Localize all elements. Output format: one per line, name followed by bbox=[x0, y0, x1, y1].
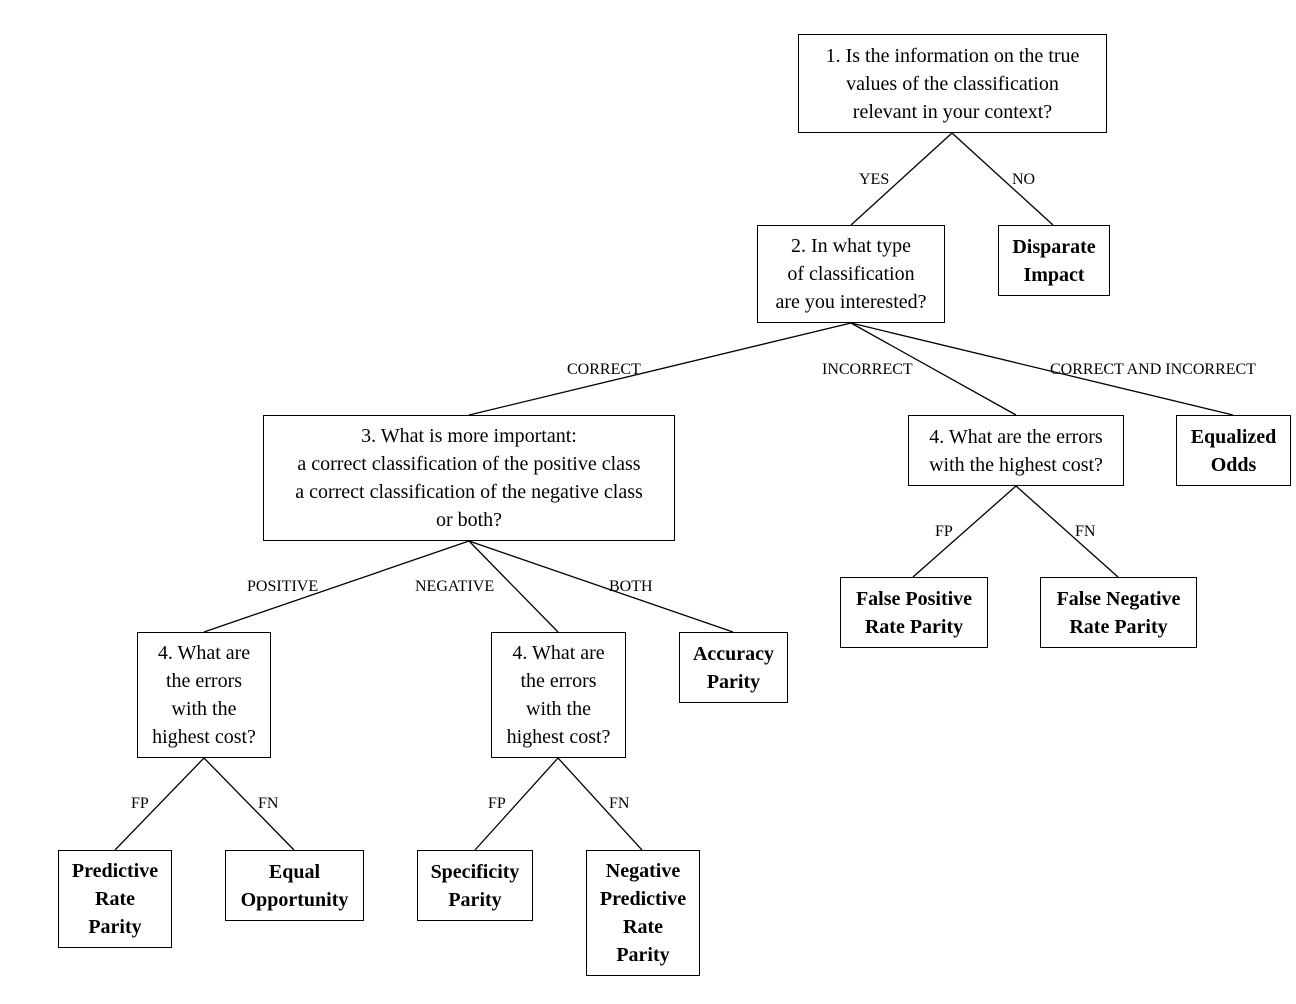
accuracy-parity-text: Accuracy Parity bbox=[692, 642, 775, 693]
question-2-node: 2. In what type of classification are yo… bbox=[757, 225, 945, 323]
edge-label-fp-incorrect: FP bbox=[935, 523, 953, 540]
predictive-rate-parity-text: Predictive Rate Parity bbox=[71, 860, 159, 938]
false-positive-rate-parity-text: False Positive Rate Parity bbox=[855, 587, 973, 638]
edge-q3-q4-negative bbox=[468, 540, 559, 633]
edge-label-correct-and-incorrect: CORRECT AND INCORRECT bbox=[1050, 361, 1256, 378]
edge-q4p-equal-opportunity bbox=[203, 757, 295, 851]
question-1-text: 1. Is the information on the true values… bbox=[825, 44, 1080, 123]
edge-q4i-fnr bbox=[1015, 485, 1119, 578]
question-4-negative-text: 4. What are the errors with the highest … bbox=[506, 642, 611, 748]
equalized-odds-node: Equalized Odds bbox=[1176, 415, 1291, 486]
accuracy-parity-node: Accuracy Parity bbox=[679, 632, 788, 703]
edge-q4p-predictive-rate bbox=[114, 757, 205, 851]
question-4-positive-text: 4. What are the errors with the highest … bbox=[152, 642, 256, 748]
edge-label-correct: CORRECT bbox=[567, 361, 641, 378]
edge-label-fn-positive: FN bbox=[258, 795, 279, 812]
edge-label-both: BOTH bbox=[609, 578, 653, 595]
question-2-text: 2. In what type of classification are yo… bbox=[775, 235, 927, 313]
edge-q2-equalized-odds bbox=[850, 322, 1234, 416]
edge-q4i-fpr bbox=[912, 485, 1017, 578]
question-4-negative-node: 4. What are the errors with the highest … bbox=[491, 632, 626, 758]
negative-predictive-rate-parity-text: Negative Predictive Rate Parity bbox=[599, 860, 687, 966]
false-negative-rate-parity-text: False Negative Rate Parity bbox=[1056, 587, 1181, 638]
false-positive-rate-parity-node: False Positive Rate Parity bbox=[840, 577, 988, 648]
edge-label-positive: POSITIVE bbox=[247, 578, 319, 595]
edge-label-fn-negative: FN bbox=[609, 795, 630, 812]
edge-label-fp-negative: FP bbox=[488, 795, 506, 812]
equalized-odds-text: Equalized Odds bbox=[1190, 425, 1277, 476]
specificity-parity-text: Specificity Parity bbox=[430, 860, 520, 911]
edge-q4n-specificity bbox=[474, 757, 559, 851]
specificity-parity-node: Specificity Parity bbox=[417, 850, 533, 921]
predictive-rate-parity-node: Predictive Rate Parity bbox=[58, 850, 172, 948]
edge-label-fp-positive: FP bbox=[131, 795, 149, 812]
edge-q3-accuracy-parity bbox=[468, 540, 734, 633]
edge-label-incorrect: INCORRECT bbox=[822, 361, 913, 378]
edge-q2-q3 bbox=[468, 322, 852, 416]
edge-q2-q4-incorrect bbox=[850, 322, 1017, 416]
edge-label-fn-incorrect: FN bbox=[1075, 523, 1096, 540]
question-1-node: 1. Is the information on the true values… bbox=[798, 34, 1107, 133]
edge-q4n-negative-predictive bbox=[557, 757, 643, 851]
equal-opportunity-node: Equal Opportunity bbox=[225, 850, 364, 921]
edge-q1-disparate-impact bbox=[951, 132, 1054, 226]
question-3-text: 3. What is more important: a correct cla… bbox=[295, 425, 643, 531]
false-negative-rate-parity-node: False Negative Rate Parity bbox=[1040, 577, 1197, 648]
question-4-incorrect-node: 4. What are the errors with the highest … bbox=[908, 415, 1124, 486]
edge-label-no: NO bbox=[1012, 171, 1036, 188]
edge-q3-q4-positive bbox=[203, 540, 470, 633]
question-4-positive-node: 4. What are the errors with the highest … bbox=[137, 632, 271, 758]
question-3-node: 3. What is more important: a correct cla… bbox=[263, 415, 675, 541]
negative-predictive-rate-parity-node: Negative Predictive Rate Parity bbox=[586, 850, 700, 976]
edge-label-negative: NEGATIVE bbox=[415, 578, 495, 595]
disparate-impact-node: Disparate Impact bbox=[998, 225, 1110, 296]
edge-q1-q2 bbox=[850, 132, 953, 226]
disparate-impact-text: Disparate Impact bbox=[1012, 235, 1096, 286]
equal-opportunity-text: Equal Opportunity bbox=[240, 860, 349, 911]
question-4-incorrect-text: 4. What are the errors with the highest … bbox=[929, 425, 1103, 476]
edge-label-yes: YES bbox=[859, 171, 890, 188]
